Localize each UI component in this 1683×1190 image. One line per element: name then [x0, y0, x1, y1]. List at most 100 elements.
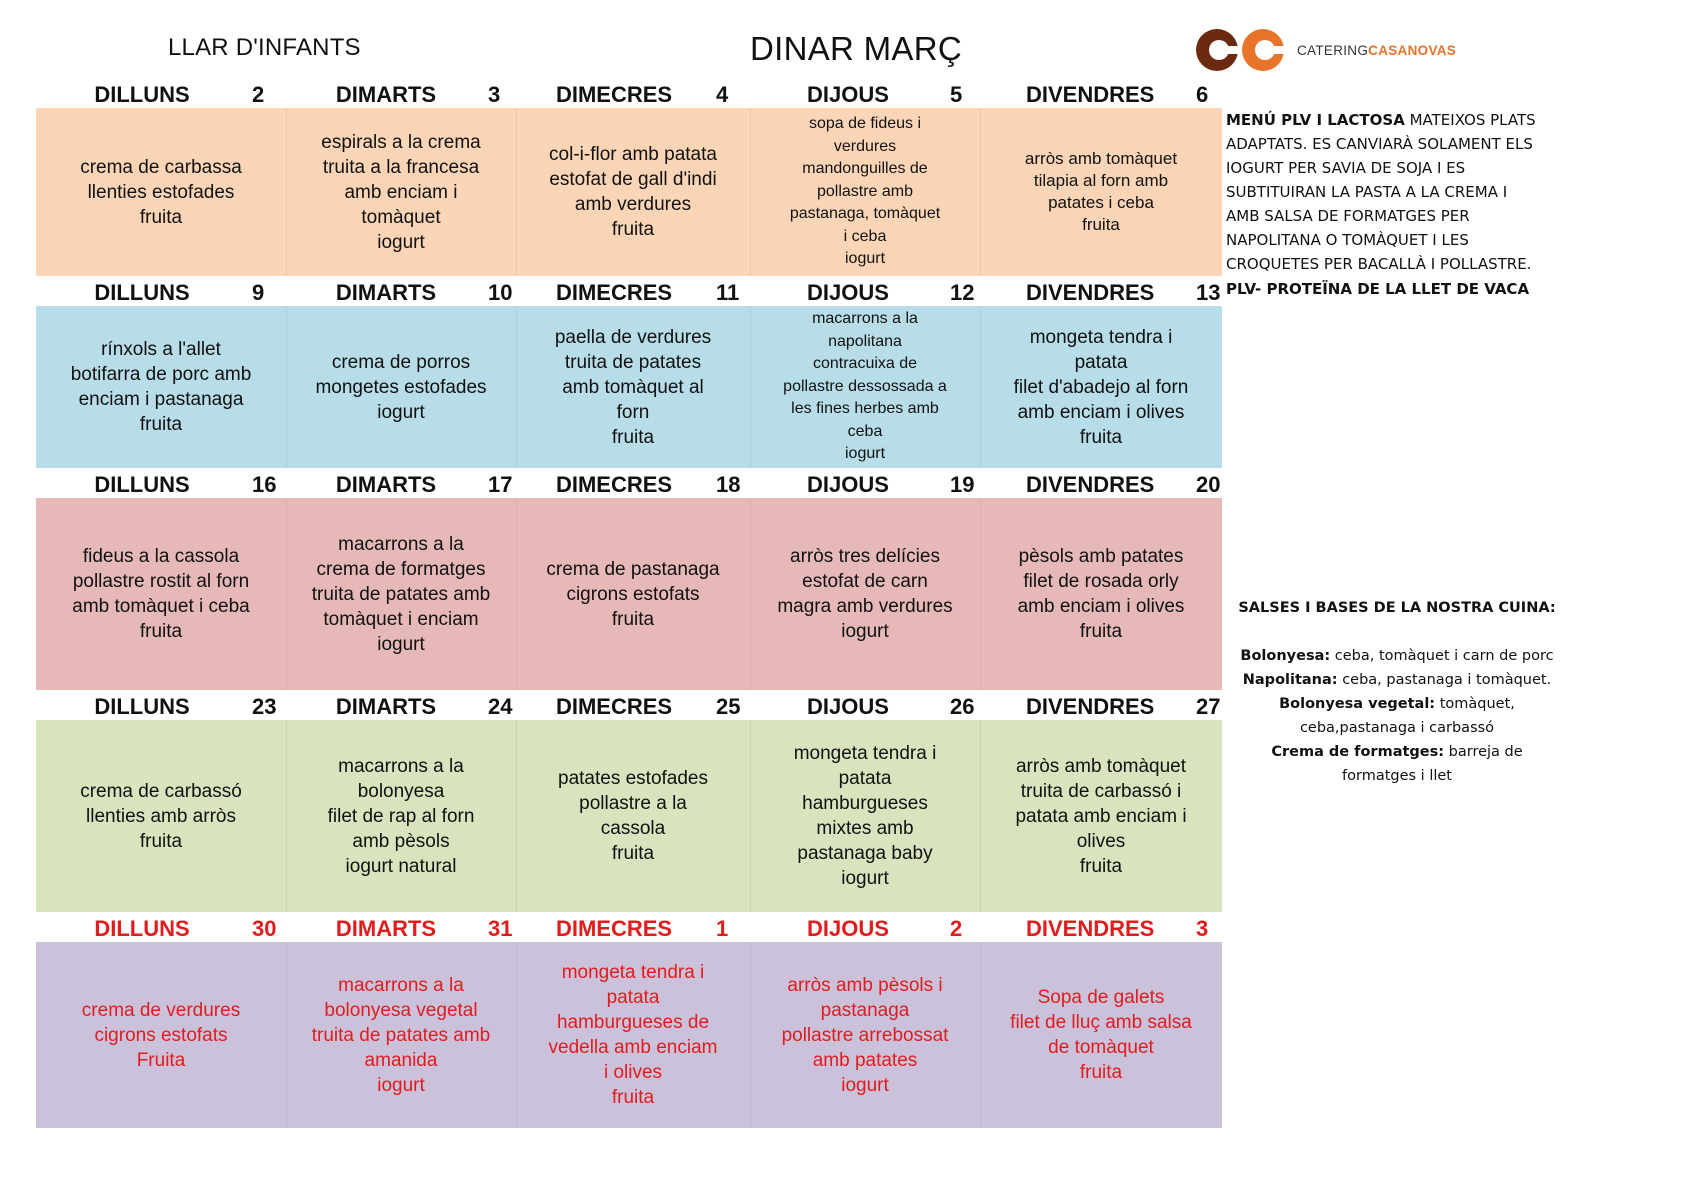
day-number: 16	[252, 472, 277, 497]
dish-line: macarrons a la	[338, 533, 464, 555]
dish-line: magra amb verdures	[777, 596, 953, 617]
dish-line: bolonyesa vegetal	[324, 999, 478, 1021]
dish-line: amb tomàquet i ceba	[72, 596, 250, 617]
dish-line: pastanaga	[820, 999, 910, 1021]
day-name: DIJOUS	[807, 280, 889, 305]
dish-line: olives	[1076, 830, 1126, 852]
day-number: 19	[950, 472, 975, 497]
dish-line: paella de verdures	[554, 326, 712, 348]
menu-note-line: ADAPTATS. ES CANVIARÀ SOLAMENT ELS	[1226, 135, 1533, 153]
dish-line: iogurt	[841, 621, 889, 642]
column-divider	[286, 498, 287, 690]
column-divider	[750, 720, 751, 912]
dish-line: crema de porros	[331, 351, 471, 373]
dish-line: botifarra de porc amb	[70, 364, 252, 385]
sauce-item: Bolonyesa: ceba, tomàquet i carn de porc	[1222, 644, 1572, 668]
school-label: LLAR D'INFANTS	[168, 34, 361, 61]
day-name: DIMARTS	[335, 916, 437, 941]
sauces-title: SALSES I BASES DE LA NOSTRA CUINA:	[1238, 600, 1556, 616]
column-divider	[516, 306, 517, 468]
dish-line: crema de carbassó	[80, 780, 242, 802]
sauce-item: ceba,pastanaga i carbassó	[1222, 716, 1572, 740]
sauce-desc: ceba, tomàquet i carn de porc	[1330, 648, 1554, 664]
dish-line: filet de rosada orly	[1023, 571, 1179, 592]
day-name: DILLUNS	[94, 916, 190, 941]
dish-line: crema de verdures	[81, 999, 241, 1021]
dish-line: patates estofades	[558, 768, 708, 789]
sauce-desc: barreja de	[1444, 744, 1523, 760]
dish-line: forn	[616, 401, 650, 423]
dish-line: hamburgueses	[802, 793, 928, 814]
dish-line: filet de lluç amb salsa	[1010, 1012, 1192, 1033]
menu-note-line: AMB SALSA DE FORMATGES PER	[1226, 207, 1470, 225]
dish-line: iogurt	[377, 401, 425, 423]
dish-line: arròs amb pèsols i	[787, 974, 943, 996]
column-divider	[516, 108, 517, 276]
menu-cell-content: macarrons a la crema de formatges truita d…	[312, 532, 491, 657]
day-name: DIVENDRES	[1026, 280, 1155, 305]
sauce-item: Napolitana: ceba, pastanaga i tomàquet.	[1222, 668, 1572, 692]
dish-line: crema de formatges	[316, 558, 486, 580]
dish-line: truita de patates amb	[311, 583, 491, 605]
day-number: 12	[950, 280, 975, 305]
dish-line: amb enciam i olives	[1017, 596, 1185, 617]
dish-line: mandonguilles de	[802, 160, 928, 178]
sauce-item: formatges i llet	[1222, 764, 1572, 788]
dish-line: patata	[838, 768, 892, 789]
day-name: DIVENDRES	[1026, 916, 1155, 941]
column-divider	[980, 942, 981, 1128]
sauce-name: Napolitana:	[1242, 672, 1338, 688]
dish-line: tomàquet i enciam	[323, 608, 479, 630]
dish-line: amanida	[364, 1049, 438, 1071]
dish-line: filet d'abadejo al forn	[1013, 376, 1189, 398]
column-divider	[750, 942, 751, 1128]
dish-line: truita a la francesa	[322, 156, 480, 178]
dish-line: fruita	[139, 830, 183, 852]
dish-line: fruita	[1079, 855, 1123, 877]
day-number: 18	[716, 472, 741, 497]
dish-line: ceba	[847, 422, 883, 440]
dish-line: truita de patates amb	[311, 1024, 491, 1046]
dish-line: macarrons a la	[338, 755, 464, 777]
dish-line: i ceba	[843, 227, 887, 245]
day-number: 10	[488, 280, 513, 305]
dish-line: fruita	[139, 414, 183, 435]
menu-note-line: CROQUETES PER BACALLÀ I POLLASTRE.	[1226, 255, 1532, 273]
dish-line: Sopa de galets	[1037, 987, 1165, 1008]
dish-line: pollastre amb	[816, 182, 914, 200]
dish-line: rínxols a l'allet	[101, 339, 221, 360]
dish-line: pèsols amb patates	[1018, 546, 1184, 567]
dish-line: espirals a la crema	[321, 131, 481, 153]
dish-line: macarrons a la	[812, 310, 918, 328]
dish-line: iogurt	[377, 1074, 425, 1096]
dish-line: llenties estofades	[87, 181, 235, 203]
dish-line: amb enciam i olives	[1017, 401, 1185, 423]
day-name: DILLUNS	[94, 472, 190, 497]
dish-line: sopa de fideus i	[808, 115, 922, 133]
day-name: DIMECRES	[555, 916, 673, 941]
dish-line: tilapia al forn amb	[1033, 171, 1169, 190]
column-divider	[980, 108, 981, 276]
logo-text-brand: CASANOVAS	[1368, 42, 1457, 58]
